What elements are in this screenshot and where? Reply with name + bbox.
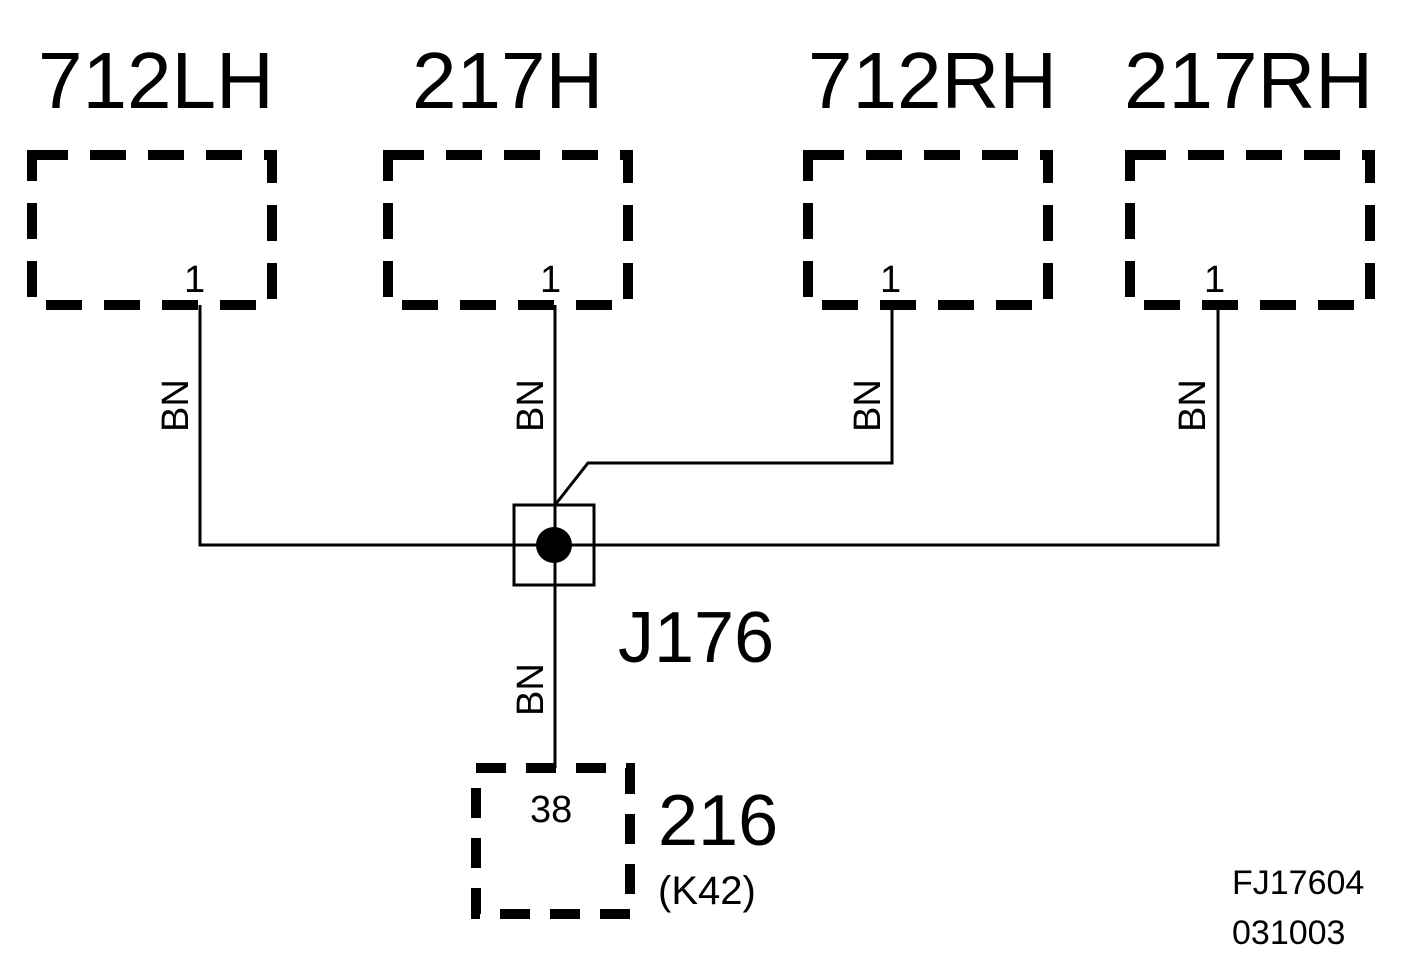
connector-217rh: 217RH 1 — [1124, 36, 1375, 310]
connector-label-216: 216 — [658, 781, 778, 861]
connector-216: 38 216 (K42) — [471, 763, 778, 919]
connector-label-217rh: 217RH — [1124, 36, 1373, 125]
connector-sublabel-216: (K42) — [658, 869, 756, 913]
connector-label-712lh: 712LH — [38, 36, 274, 125]
wire-712rh-to-splice — [553, 305, 894, 506]
wire-color-label-216: BN — [510, 663, 552, 716]
pin-label-216: 38 — [530, 789, 572, 831]
connector-217h: 217H 1 — [383, 36, 633, 310]
pin-label-712rh: 1 — [880, 259, 901, 301]
reference-code: FJ17604 — [1232, 864, 1364, 902]
wire-color-label-217rh: BN — [1172, 379, 1214, 432]
pin-label-217rh: 1 — [1204, 259, 1225, 301]
splice-dot — [536, 527, 572, 563]
pin-label-712lh: 1 — [184, 259, 205, 301]
connector-box-217h — [383, 150, 633, 310]
connector-box-217rh — [1125, 150, 1375, 310]
connector-label-712rh: 712RH — [808, 36, 1057, 125]
connector-box-216 — [471, 763, 635, 919]
wire-color-label-217h: BN — [510, 379, 552, 432]
reference-date: 031003 — [1232, 914, 1345, 952]
wire-color-label-712rh: BN — [847, 379, 889, 432]
connector-box-712rh — [803, 150, 1053, 310]
connector-712rh: 712RH 1 — [803, 36, 1057, 310]
pin-label-217h: 1 — [540, 259, 561, 301]
splice-j176: J176 — [512, 503, 774, 678]
splice-label: J176 — [618, 598, 774, 678]
connector-label-217h: 217H — [412, 36, 603, 125]
wire-horizontal-bus — [198, 305, 1220, 547]
splice-box — [512, 503, 596, 587]
connector-712lh: 712LH 1 — [27, 36, 277, 310]
connector-box-712lh — [27, 150, 277, 310]
wire-color-label-712lh: BN — [155, 379, 197, 432]
